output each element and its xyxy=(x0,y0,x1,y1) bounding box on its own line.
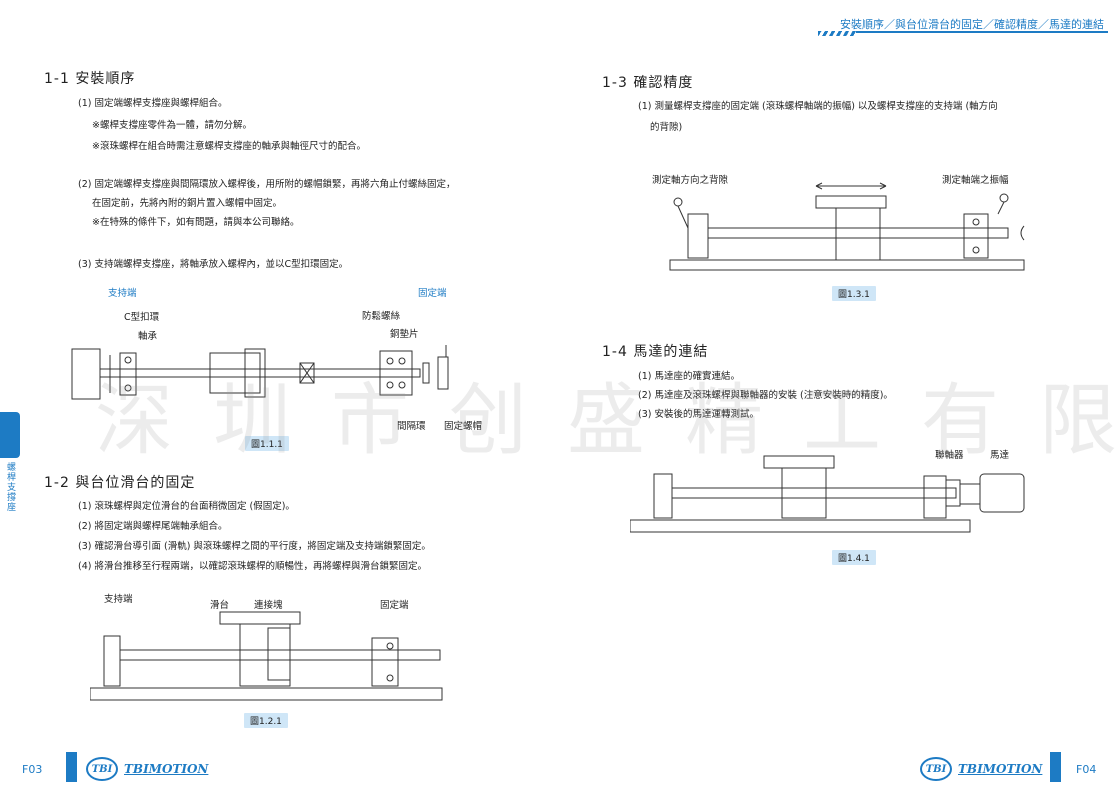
fig-1-4-1-drawing xyxy=(630,455,1025,533)
page-number-left: F03 xyxy=(22,763,43,776)
fig111-bearing-label: 軸承 xyxy=(138,331,158,342)
section-1-1-title: 1-1 安裝順序 xyxy=(44,71,136,87)
fig-1-2-1-drawing xyxy=(90,611,443,701)
tbi-logo-text: TBIMOTION xyxy=(124,762,209,776)
fig121-fixed-end-label: 固定端 xyxy=(380,600,409,611)
fig111-spacer-label: 間隔環 xyxy=(397,421,426,432)
page-number-right: F04 xyxy=(1076,763,1097,776)
sec12-line-4: (4) 將滑台推移至行程兩端，以確認滾珠螺桿的順暢性，再將螺桿與滑台鎖緊固定。 xyxy=(78,561,427,572)
fig111-anti-loose-label: 防鬆螺絲 xyxy=(362,311,401,322)
sec11-line-1: (1) 固定端螺桿支撐座與螺桿組合。 xyxy=(78,98,228,109)
fig111-support-end-label: 支持端 xyxy=(108,288,137,299)
section-1-3-title: 1-3 確認精度 xyxy=(602,75,694,91)
sec12-line-3: (3) 確認滑台導引面 (滑軌) 與滾珠螺桿之間的平行度，將固定端及支持端鎖緊固… xyxy=(78,541,431,552)
sec13-line-2: 的背隙) xyxy=(650,122,683,133)
sec11-line-7: (3) 支持端螺桿支撐座，將軸承放入螺桿內，並以C型扣環固定。 xyxy=(78,259,349,270)
fig-1-3-1-drawing xyxy=(669,182,1025,271)
tbi-logo-left[interactable]: TBI TBIMOTION xyxy=(86,757,208,781)
fig121-slide-label: 滑台 xyxy=(210,600,230,611)
fig141-coupling-label: 聯軸器 xyxy=(935,450,964,461)
sec14-line-3: (3) 安裝後的馬達運轉測試。 xyxy=(638,409,759,420)
fig121-support-end-label: 支持端 xyxy=(104,594,133,605)
watermark: 深圳市创盛精工有限公司 xyxy=(95,376,1118,466)
fig-1-1-1-drawing xyxy=(71,345,449,400)
fig121-connector-label: 連接塊 xyxy=(254,600,283,611)
fig-1-1-1-caption: 圖1.1.1 xyxy=(245,436,289,451)
fig111-fixed-end-label: 固定端 xyxy=(418,288,447,299)
sec11-line-3: ※滾珠螺桿在組合時需注意螺桿支撐座的軸承與軸徑尺寸的配合。 xyxy=(92,141,366,152)
tbi-logo-right[interactable]: TBI TBIMOTION xyxy=(920,757,1042,781)
side-tab-label: 螺桿支撐座 xyxy=(7,463,17,513)
sec11-line-6: ※在特殊的條件下，如有問題，請與本公司聯絡。 xyxy=(92,217,300,228)
fig131-right-label: 測定軸端之振幅 xyxy=(942,175,1009,186)
sec14-line-2: (2) 馬達座及滾珠螺桿與聯軸器的安裝 (注意安裝時的精度)。 xyxy=(638,390,893,401)
tbi-logo-text-right: TBIMOTION xyxy=(958,762,1043,776)
fig-1-2-1-caption: 圖1.2.1 xyxy=(244,713,288,728)
sec11-line-2: ※螺桿支撐座零件為一體，請勿分解。 xyxy=(92,120,252,131)
fig131-left-label: 測定軸方向之背隙 xyxy=(652,175,729,186)
header-rule xyxy=(818,31,1108,33)
sec12-line-1: (1) 滾珠螺桿與定位滑台的台面稍微固定 (假固定)。 xyxy=(78,501,295,512)
fig141-motor-label: 馬達 xyxy=(990,450,1010,461)
side-tab[interactable] xyxy=(0,412,20,458)
fig111-c-ring-label: C型扣環 xyxy=(124,312,160,323)
fig111-locknut-label: 固定螺帽 xyxy=(444,421,483,432)
sec12-line-2: (2) 將固定端與螺桿尾端軸承組合。 xyxy=(78,521,228,532)
footer-bar-right xyxy=(1050,752,1061,782)
tbi-logo-mark-right: TBI xyxy=(920,757,952,781)
section-1-4-title: 1-4 馬達的連結 xyxy=(602,344,709,360)
header-title: 安裝順序／與台位滑台的固定／確認精度／馬達的連結 xyxy=(840,18,1104,31)
fig-1-4-1-caption: 圖1.4.1 xyxy=(832,550,876,565)
sec13-line-1: (1) 測量螺桿支撐座的固定端 (滾珠螺桿軸端的振幅) 以及螺桿支撐座的支持端 … xyxy=(638,101,998,112)
section-1-2-title: 1-2 與台位滑台的固定 xyxy=(44,475,196,491)
sec11-line-4: (2) 固定端螺桿支撐座與間隔環放入螺桿後，用所附的螺帽鎖緊，再將六角止付螺絲固… xyxy=(78,179,456,190)
fig111-copper-label: 銅墊片 xyxy=(390,329,419,340)
footer-bar-left xyxy=(66,752,77,782)
tbi-logo-mark: TBI xyxy=(86,757,118,781)
sec14-line-1: (1) 馬達座的確實連結。 xyxy=(638,371,740,382)
fig-1-3-1-caption: 圖1.3.1 xyxy=(832,286,876,301)
header-stripe xyxy=(818,31,856,36)
sec11-line-5: 在固定前，先將內附的銅片置入螺帽中固定。 xyxy=(92,198,283,209)
